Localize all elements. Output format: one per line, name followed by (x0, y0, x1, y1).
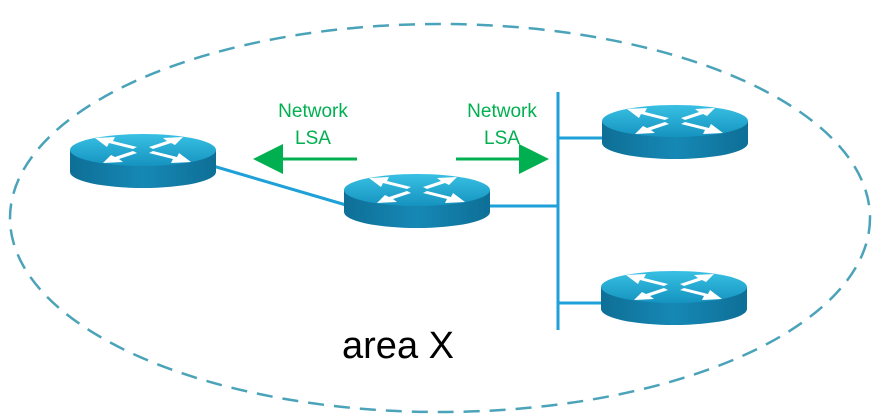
area-label: area X (342, 325, 454, 367)
lsa-right-label-line2: LSA (484, 128, 520, 149)
links (212, 92, 603, 330)
area-boundary (8, 22, 872, 414)
router-center (344, 174, 490, 228)
router-right-top (602, 105, 748, 159)
lsa-right-label-line1: Network (467, 101, 537, 122)
lsa-left-label-line2: LSA (295, 128, 331, 149)
router-right-bottom (601, 271, 747, 325)
link-left-center (212, 164, 347, 207)
lsa-left-label-line1: Network (278, 101, 348, 122)
router-left (70, 134, 216, 188)
